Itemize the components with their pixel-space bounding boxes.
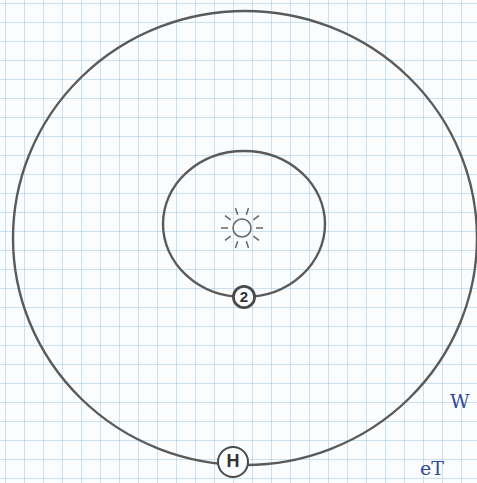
planet-circle (233, 286, 254, 307)
margin-note: W (450, 391, 470, 412)
planet-marker: 2 (232, 285, 256, 309)
planet-label: 2 (240, 289, 248, 306)
planet-marker: H (217, 446, 249, 478)
planet-label: H (227, 452, 240, 472)
sun-symbol (221, 208, 263, 248)
margin-note: eT (420, 458, 444, 479)
outer-orbit (13, 11, 477, 465)
planet-circle (218, 447, 248, 477)
inner-orbit (163, 151, 325, 297)
